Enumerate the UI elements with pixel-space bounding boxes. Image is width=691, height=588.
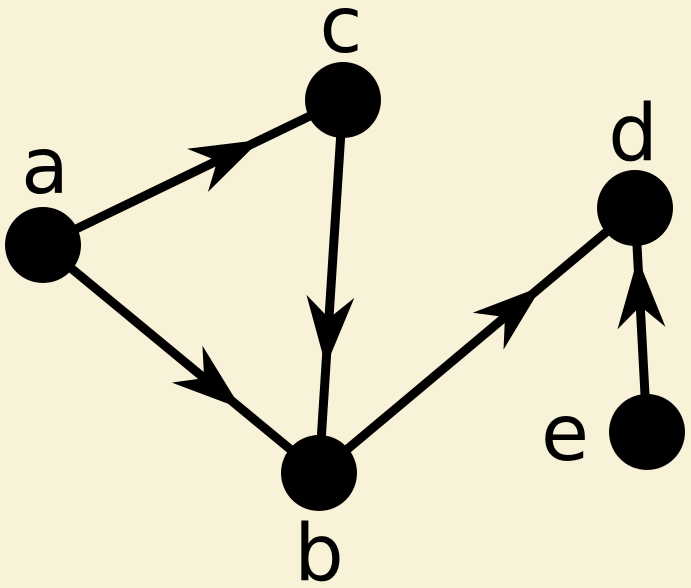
arrowhead — [306, 294, 355, 367]
edge-b-d — [316, 204, 638, 477]
edge-line — [316, 204, 638, 477]
edges — [40, 95, 666, 477]
edge-c-b — [306, 99, 355, 474]
node-label-e: e — [541, 389, 589, 479]
node-c — [305, 62, 381, 138]
edge-a-c — [41, 95, 345, 250]
node-a — [5, 207, 81, 283]
arrowhead — [171, 345, 242, 409]
edge-line — [314, 99, 348, 474]
edge-a-b — [40, 241, 322, 477]
node-label-a: a — [21, 122, 69, 212]
node-e — [609, 394, 685, 470]
arrowhead — [187, 139, 261, 192]
node-label-b: b — [294, 509, 344, 588]
node-label-d: d — [608, 89, 658, 179]
node-labels: a b c d e — [21, 0, 658, 588]
edge-line — [40, 241, 322, 477]
nodes — [5, 62, 685, 511]
edge-line — [41, 95, 345, 250]
arrowhead — [617, 258, 666, 330]
arrowhead — [472, 286, 542, 350]
node-d — [597, 170, 673, 246]
node-b — [281, 435, 357, 511]
node-label-c: c — [320, 0, 363, 71]
